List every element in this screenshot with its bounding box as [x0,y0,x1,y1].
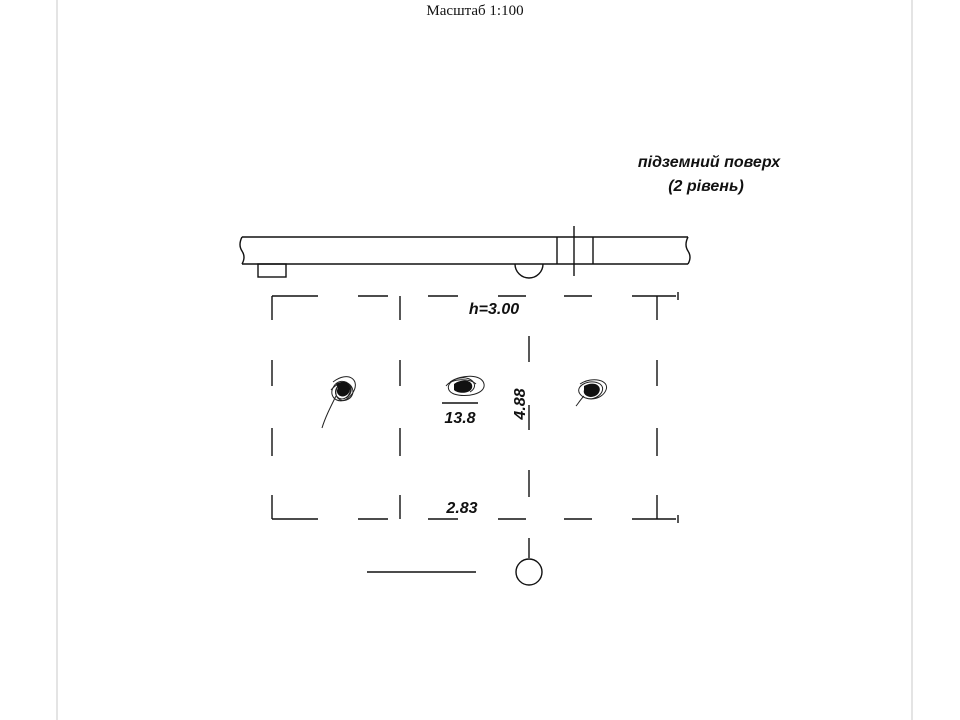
corridor-band [239,226,691,276]
scale-label: Масштаб 1:100 [426,3,523,19]
scribble-mark-right [575,379,608,407]
room-height-label: h=3.00 [469,301,519,318]
column-half-circle [514,263,544,279]
room-area-label: 13.8 [444,410,475,427]
axis-marker-circle [515,558,543,586]
wall-niche [257,263,287,278]
scribble-mark-left [321,376,356,429]
scribble-mark-center [445,375,485,397]
room-outline [271,292,679,523]
room-depth-label: 4.88 [512,388,529,420]
floor-title-line1: підземний поверх [638,154,781,171]
floor-title-line2: (2 рівень) [668,178,744,195]
room-width-label: 2.83 [445,500,477,517]
